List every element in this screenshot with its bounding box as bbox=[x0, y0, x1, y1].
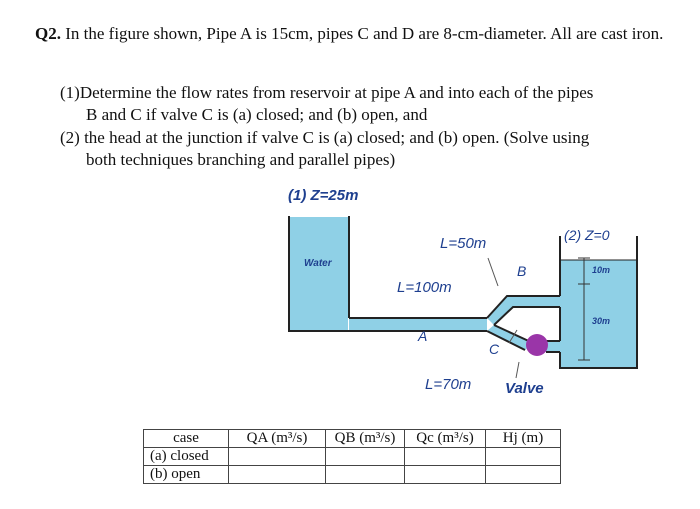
row-a-case: (a) closed bbox=[143, 447, 229, 466]
table-header-row: case QA (m³/s) QB (m³/s) Qc (m³/s) Hj (m… bbox=[143, 429, 561, 448]
water-label: Water bbox=[304, 258, 333, 269]
reservoir-1-water bbox=[290, 217, 348, 330]
row-b-hj[interactable] bbox=[485, 465, 561, 484]
reservoir-1-label: (1) Z=25m bbox=[288, 187, 358, 204]
row-b-qb[interactable] bbox=[325, 465, 405, 484]
pipe-b bbox=[487, 296, 560, 325]
pipe-c bbox=[487, 325, 533, 350]
table-row: (b) open bbox=[143, 465, 561, 484]
row-b-qa[interactable] bbox=[228, 465, 326, 484]
reservoir-2-water bbox=[560, 260, 636, 367]
item-1-line-1: (1)Determine the flow rates from reservo… bbox=[60, 83, 594, 102]
pipe-c-length-label: L=70m bbox=[425, 376, 471, 393]
question-stem: Q2. In the figure shown, Pipe A is 15cm,… bbox=[35, 22, 675, 45]
reservoir-2-label: (2) Z=0 bbox=[564, 227, 610, 243]
pipe-a-length-label: L=100m bbox=[397, 279, 452, 296]
row-b-case: (b) open bbox=[143, 465, 229, 484]
row-a-qa[interactable] bbox=[228, 447, 326, 466]
item-2-line-2: both techniques branching and parallel p… bbox=[86, 150, 396, 169]
question-item-1: (1)Determine the flow rates from reservo… bbox=[60, 82, 675, 126]
reservoir-1-wall bbox=[288, 216, 349, 332]
question-text: In the figure shown, Pipe A is 15cm, pip… bbox=[65, 24, 664, 43]
pipe-b-name: B bbox=[517, 263, 526, 279]
item-1-line-2: B and C if valve C is (a) closed; and (b… bbox=[86, 105, 428, 124]
pipe-c-name: C bbox=[489, 341, 500, 357]
dim-10m-label: 10m bbox=[592, 265, 610, 275]
pipe-b-length-label: L=50m bbox=[440, 235, 486, 252]
row-a-qc[interactable] bbox=[404, 447, 486, 466]
header-hj: Hj (m) bbox=[485, 429, 561, 448]
row-a-qb[interactable] bbox=[325, 447, 405, 466]
pipe-network-figure: (1) Z=25m (2) Z=0 Water L=50m L=100m L=7… bbox=[288, 187, 638, 397]
valve-icon bbox=[526, 334, 548, 356]
header-case: case bbox=[143, 429, 229, 448]
pipe-a bbox=[349, 318, 487, 331]
row-a-hj[interactable] bbox=[485, 447, 561, 466]
header-qa: QA (m³/s) bbox=[228, 429, 326, 448]
reservoir-2-wall bbox=[559, 236, 638, 369]
results-table: case QA (m³/s) QB (m³/s) Qc (m³/s) Hj (m… bbox=[143, 429, 561, 484]
question-number: Q2. bbox=[35, 24, 61, 43]
row-b-qc[interactable] bbox=[404, 465, 486, 484]
item-2-line-1: (2) the head at the junction if valve C … bbox=[60, 128, 590, 147]
pipe-a-name: A bbox=[417, 328, 427, 344]
table-row: (a) closed bbox=[143, 447, 561, 466]
header-qb: QB (m³/s) bbox=[325, 429, 405, 448]
header-qc: Qc (m³/s) bbox=[404, 429, 486, 448]
dim-30m-label: 30m bbox=[592, 316, 610, 326]
question-item-2: (2) the head at the junction if valve C … bbox=[60, 127, 675, 171]
valve-label: Valve bbox=[505, 380, 544, 397]
